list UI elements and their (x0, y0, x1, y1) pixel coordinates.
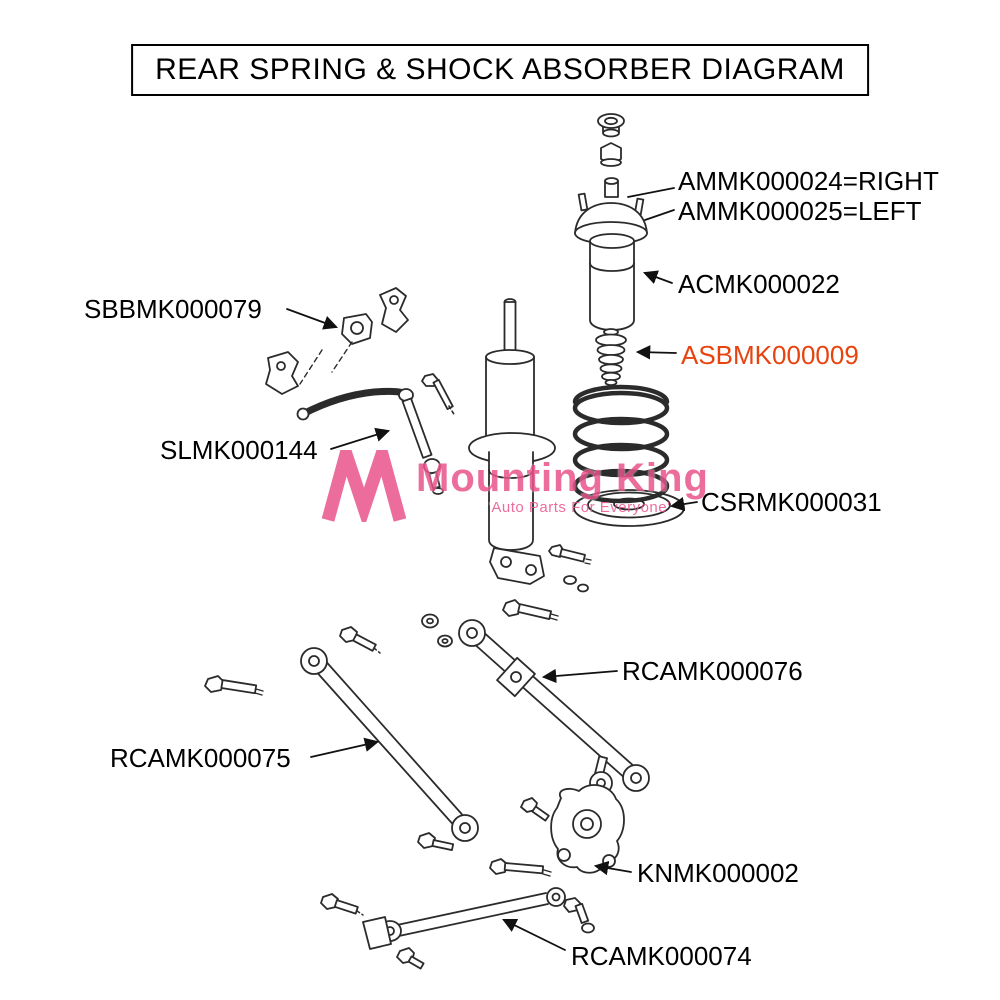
watermark-tagline: 'Auto Parts For Everyone' (488, 498, 671, 516)
label-slmk000144: SLMK000144 (160, 435, 318, 465)
small-bolt-left (339, 626, 381, 654)
knuckle (550, 755, 625, 874)
diagram-title: REAR SPRING & SHOCK ABSORBER DIAGRAM (131, 44, 869, 96)
stabilizer-link (398, 388, 444, 495)
knuckle-bolt (489, 858, 552, 877)
strut-lower-bracket (489, 547, 545, 585)
watermark-brand: Mounting King (416, 455, 709, 500)
upper-arm-bolt (502, 599, 559, 621)
stabilizer-bar (296, 341, 408, 421)
shock-upper-body (589, 233, 635, 331)
strut-bracket-bolt (548, 544, 592, 593)
mount-spacer (604, 177, 619, 198)
label-rcamk000075: RCAMK000075 (110, 743, 291, 773)
watermark: Mounting King 'Auto Parts For Everyone' (322, 450, 709, 522)
stabilizer-link-bolt (421, 373, 456, 417)
lower-arm-bolt (204, 675, 264, 696)
label-rcamk000076: RCAMK000076 (622, 656, 803, 686)
coil-spring (572, 384, 670, 504)
leader-lines (286, 187, 698, 951)
label-ammk000024-right: AMMK000024=RIGHT (678, 166, 939, 196)
label-acmk000022: ACMK000022 (678, 269, 840, 299)
label-sbbmk000079: SBBMK000079 (84, 294, 262, 324)
upper-control-arm (458, 619, 650, 792)
mounting-king-logo-icon (322, 450, 406, 522)
label-knmk000002: KNMK000002 (637, 858, 799, 888)
lower-arm-small-bolt (417, 832, 455, 851)
lateral-rod (362, 887, 566, 950)
strut-mount (574, 192, 648, 245)
label-asbmk000009: ASBMK000009 (681, 340, 859, 370)
label-rcamk000074: RCAMK000074 (571, 941, 752, 971)
label-csrmk000031: CSRMK000031 (701, 487, 882, 517)
strut-top-cap (597, 113, 625, 138)
bump-stop (595, 328, 627, 386)
strut-mount-nut (600, 142, 622, 167)
shock-absorber-strut (468, 298, 556, 551)
lower-control-arm (300, 647, 479, 842)
lateral-rod-nut (396, 947, 425, 970)
stabilizer-bracket-upper (379, 287, 409, 333)
arm-washers (421, 613, 453, 648)
lateral-rod-bolt-left (320, 893, 364, 916)
label-ammk000025-left: AMMK000025=LEFT (678, 196, 922, 226)
knuckle-small-bolt (520, 797, 550, 822)
stabilizer-bracket-lower (265, 351, 299, 395)
stabilizer-bushing (341, 313, 373, 345)
lateral-rod-bolt-right (563, 897, 595, 934)
